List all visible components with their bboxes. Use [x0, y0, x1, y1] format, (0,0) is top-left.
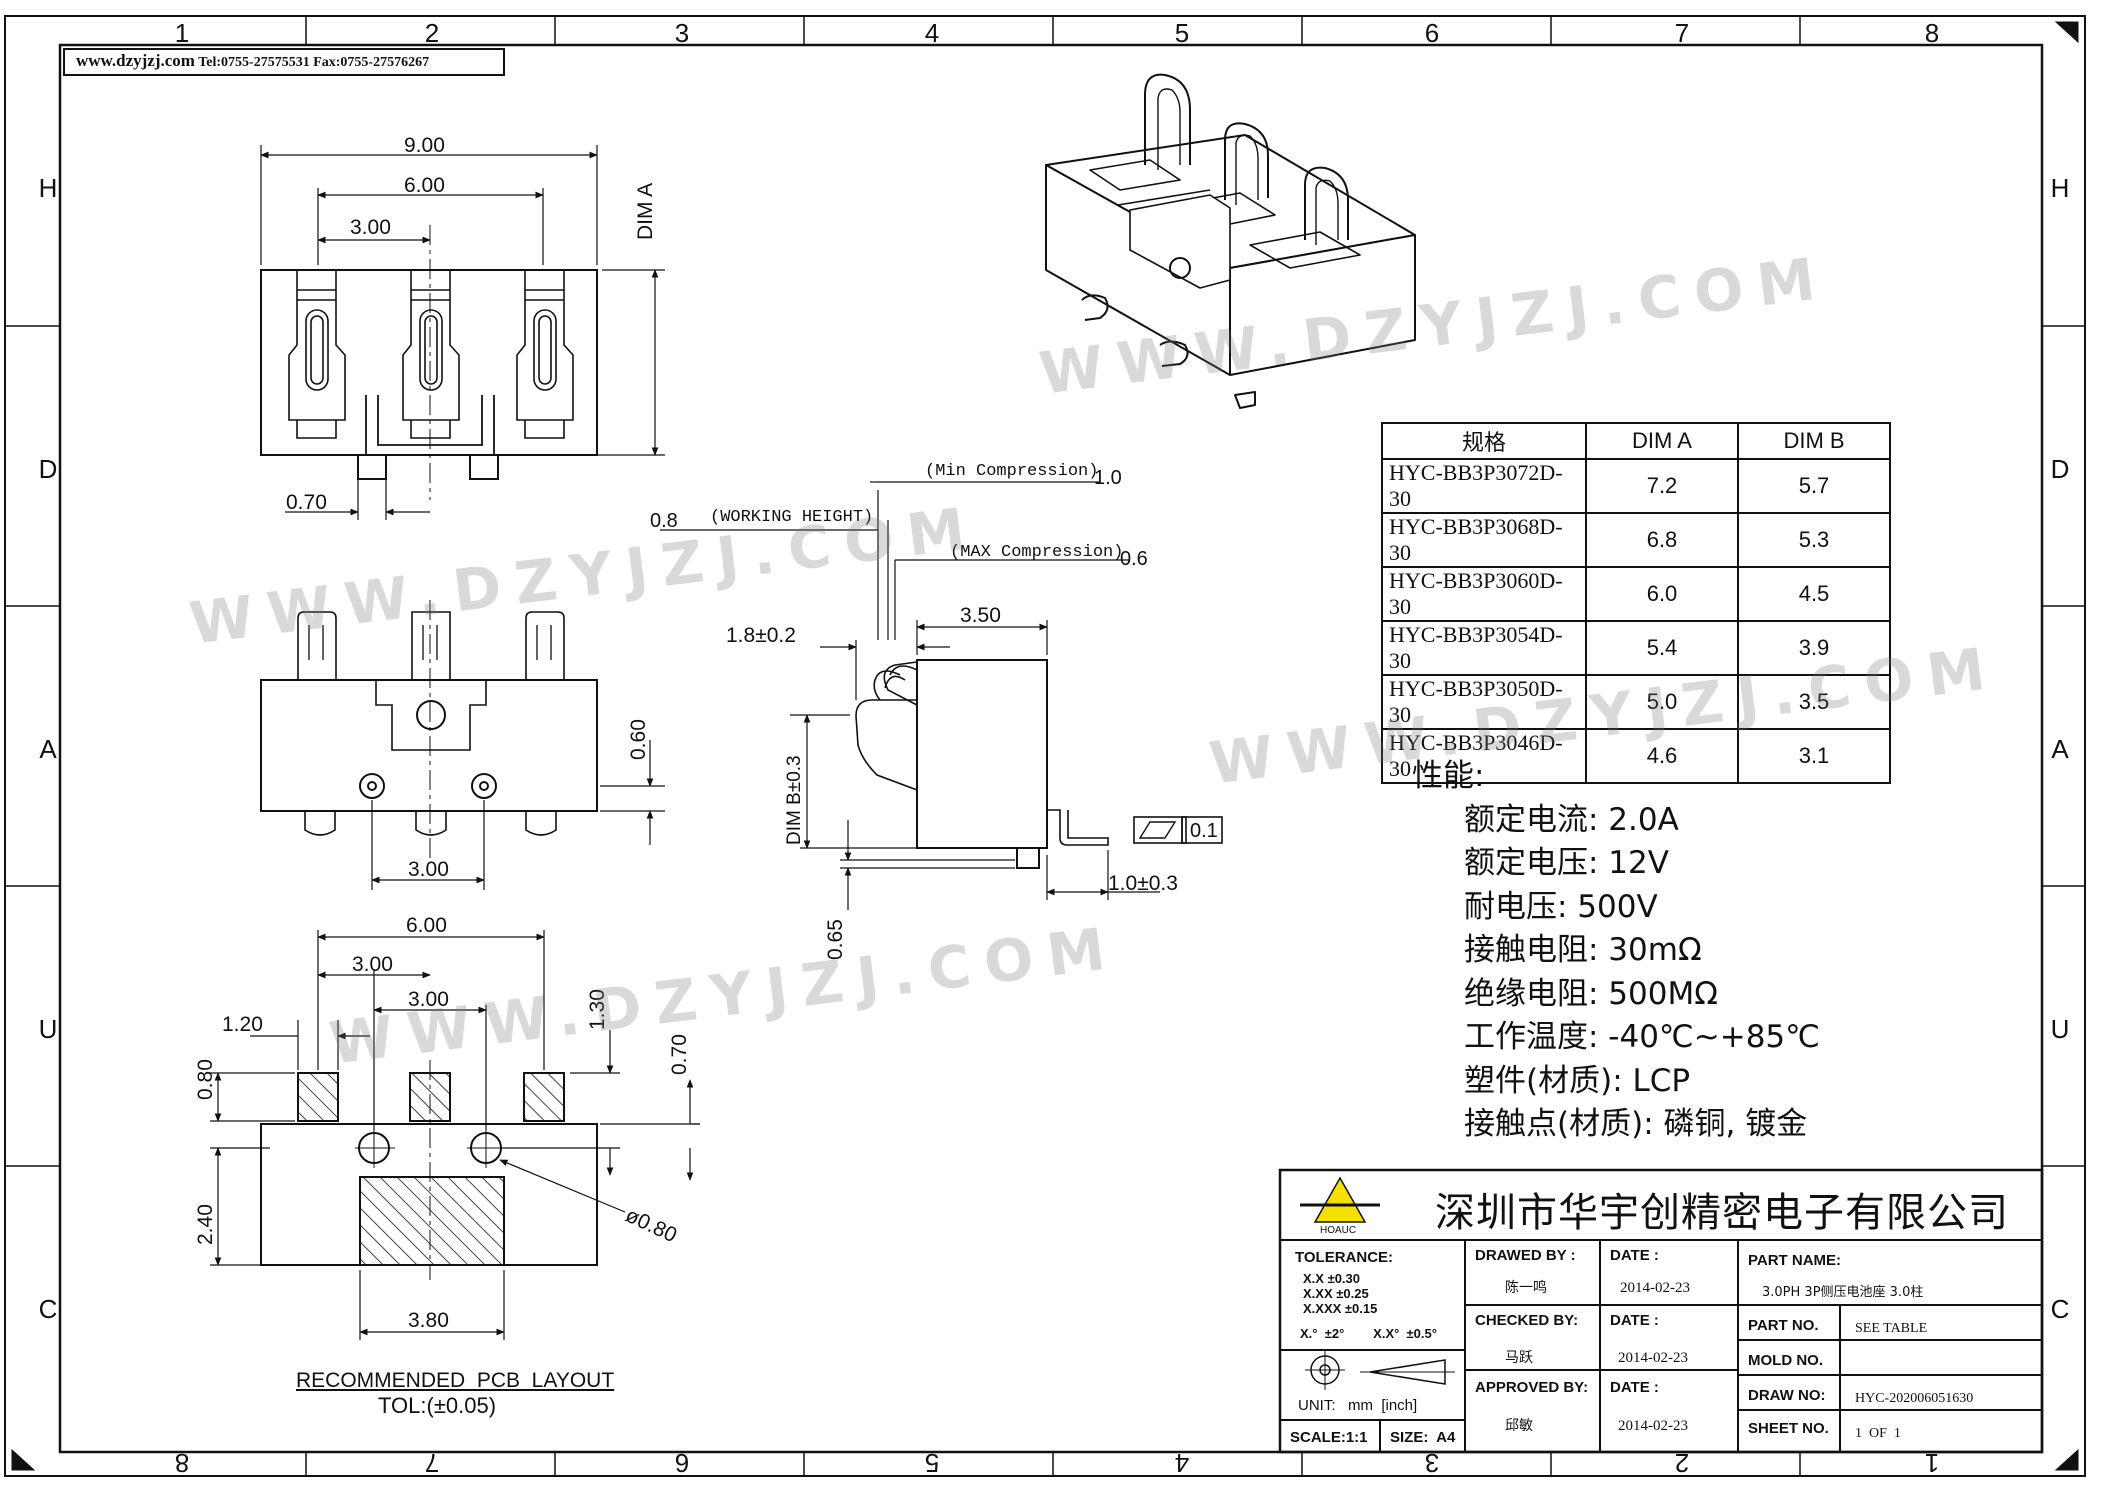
- pcb-dim-080: 0.80: [194, 1059, 217, 1100]
- pcb-dim-130: 1.30: [586, 989, 609, 1030]
- front-view-dims: 0.60 3.00: [408, 719, 650, 881]
- bottom-number: 1: [1925, 1448, 1939, 1478]
- side-letter: D: [39, 454, 58, 484]
- frame-labels: 1 2 3 4 5 6 7 8 1 2 3 4 5 6 7 8 H D A U …: [39, 18, 2070, 1478]
- part-name: 3.0PH 3P侧压电池座 3.0柱: [1762, 1285, 1923, 1300]
- draw-no: HYC-202006051630: [1855, 1391, 1973, 1406]
- bottom-number: 7: [425, 1448, 439, 1478]
- unit: UNIT: mm [inch]: [1298, 1397, 1417, 1414]
- tolerance-label: TOLERANCE:: [1295, 1249, 1393, 1266]
- drawed-by: 陈一鸣: [1505, 1279, 1547, 1296]
- pcb-layout: [210, 930, 700, 1340]
- draw-no-label: DRAW NO:: [1748, 1387, 1826, 1404]
- date-2: 2014-02-23: [1618, 1350, 1688, 1366]
- title-block-text: TOLERANCE: X.X ±0.30 X.XX ±0.25 X.XXX ±0…: [1290, 1247, 1973, 1446]
- side-letter: H: [2051, 173, 2070, 203]
- side-letter: H: [39, 173, 58, 203]
- date-label-2: DATE :: [1610, 1312, 1659, 1329]
- side-letter: A: [2051, 734, 2069, 764]
- mold-no-label: MOLD NO.: [1748, 1352, 1823, 1369]
- top-number: 4: [925, 18, 939, 48]
- min-compression-value: 1.0: [1094, 467, 1122, 489]
- bottom-number: 6: [675, 1448, 689, 1478]
- checked-by-label: CHECKED BY:: [1475, 1312, 1578, 1329]
- side-view-dims: (Min Compression) 1.0 (WORKING HEIGHT) 0…: [650, 462, 1218, 960]
- flatness-value: 0.1: [1190, 820, 1218, 842]
- dim-10: 1.0±0.3: [1108, 872, 1178, 895]
- top-number: 5: [1175, 18, 1189, 48]
- date-label-3: DATE :: [1610, 1379, 1659, 1396]
- top-number: 3: [675, 18, 689, 48]
- bottom-number: 5: [925, 1448, 939, 1478]
- top-view: [260, 145, 665, 520]
- part-no: SEE TABLE: [1855, 1321, 1927, 1336]
- tol-x: X.X ±0.30: [1303, 1271, 1360, 1286]
- sheet-no-label: SHEET NO.: [1748, 1420, 1829, 1437]
- side-letter: A: [39, 734, 57, 764]
- tol-xxx: X.XXX ±0.15: [1303, 1301, 1377, 1316]
- pcb-dim-hole: ø0.80: [622, 1204, 680, 1248]
- bottom-number: 2: [1675, 1448, 1689, 1478]
- drawing-frame: [4, 15, 2086, 1477]
- pcb-dim-300a: 3.00: [352, 953, 393, 976]
- side-view: [660, 481, 1223, 910]
- side-letter: C: [2051, 1294, 2070, 1324]
- bottom-number: 8: [175, 1448, 189, 1478]
- dim-3: 3.00: [350, 216, 391, 239]
- side-letter: U: [2051, 1014, 2070, 1044]
- working-height-value: 0.8: [650, 510, 678, 532]
- side-letter: C: [39, 1294, 58, 1324]
- pcb-dim-380: 3.80: [408, 1309, 449, 1332]
- dim-b: DIM B±0.3: [784, 755, 805, 845]
- part-name-label: PART NAME:: [1748, 1252, 1841, 1269]
- title-block: [1278, 1168, 2044, 1454]
- front-view: [260, 600, 665, 890]
- pcb-dim-240: 2.40: [194, 1204, 217, 1245]
- logo-text: HOAUC: [1320, 1225, 1356, 1236]
- min-compression-label: (Min Compression): [925, 462, 1098, 481]
- drawed-by-label: DRAWED BY :: [1475, 1247, 1576, 1264]
- tol-xx: X.XX ±0.25: [1303, 1286, 1369, 1301]
- top-number: 7: [1675, 18, 1689, 48]
- max-compression-value: 0.6: [1120, 548, 1148, 570]
- top-number: 2: [425, 18, 439, 48]
- max-compression-label: (MAX Compression): [950, 543, 1123, 562]
- bottom-number: 3: [1425, 1448, 1439, 1478]
- dim-a-label: DIM A: [634, 183, 657, 240]
- isometric-view: [1045, 73, 1416, 409]
- bottom-number: 4: [1175, 1448, 1189, 1478]
- dim-070: 0.70: [286, 491, 327, 514]
- size: SIZE: A4: [1390, 1429, 1456, 1446]
- dim-6: 6.00: [404, 174, 445, 197]
- dim-350: 3.50: [960, 604, 1001, 627]
- dim-300: 3.00: [408, 858, 449, 881]
- tol-angle: X.° ±2° X.X° ±0.5°: [1300, 1326, 1437, 1341]
- checked-by: 马跃: [1505, 1350, 1533, 1366]
- top-number: 8: [1925, 18, 1939, 48]
- pcb-dim-300b: 3.00: [408, 988, 449, 1011]
- date-1: 2014-02-23: [1620, 1280, 1690, 1296]
- pcb-dim-600: 6.00: [406, 914, 447, 937]
- top-number: 6: [1425, 18, 1439, 48]
- approved-by-label: APPROVED BY:: [1475, 1379, 1588, 1396]
- date-3: 2014-02-23: [1618, 1418, 1688, 1434]
- website-box: [63, 48, 505, 76]
- dim-9: 9.00: [404, 134, 445, 157]
- part-no-label: PART NO.: [1748, 1317, 1819, 1334]
- dim-18: 1.8±0.2: [726, 624, 796, 647]
- top-number: 1: [175, 18, 189, 48]
- approved-by: 邱敏: [1505, 1418, 1533, 1434]
- date-label-1: DATE :: [1610, 1247, 1659, 1264]
- sheet-no: 1 OF 1: [1855, 1426, 1901, 1441]
- dim-065: 0.65: [824, 919, 847, 960]
- top-view-dims: 9.00 6.00 3.00 0.70 DIM A: [286, 134, 657, 514]
- scale: SCALE:1:1: [1290, 1429, 1368, 1446]
- dim-060: 0.60: [627, 719, 650, 760]
- pcb-dim-070: 0.70: [668, 1034, 691, 1075]
- side-letter: D: [2051, 454, 2070, 484]
- working-height-label: (WORKING HEIGHT): [710, 508, 873, 527]
- pcb-dim-120: 1.20: [222, 1013, 263, 1036]
- side-letter: U: [39, 1014, 58, 1044]
